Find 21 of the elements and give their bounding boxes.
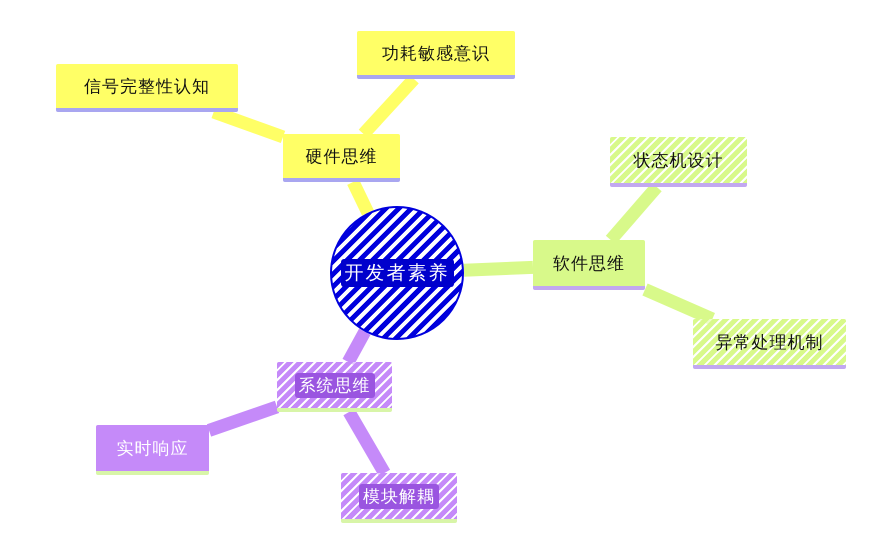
topic-box bbox=[693, 319, 846, 369]
node-label: 硬件思维 bbox=[304, 146, 378, 168]
topic-box bbox=[341, 473, 457, 523]
topic-box bbox=[610, 137, 747, 187]
node-label: 实时响应 bbox=[116, 438, 190, 460]
topic-box bbox=[277, 362, 392, 412]
node-label: 功耗敏感意识 bbox=[381, 42, 491, 66]
node-label: 模块解耦 bbox=[359, 484, 439, 508]
branch-line bbox=[464, 260, 534, 277]
node-label: 开发者素养 bbox=[340, 259, 454, 287]
node-label: 异常处理机制 bbox=[714, 332, 824, 354]
topic-box bbox=[283, 134, 400, 182]
node-label: 软件思维 bbox=[552, 252, 626, 276]
topic-box bbox=[56, 64, 238, 112]
topic-box bbox=[96, 425, 209, 475]
topic-box bbox=[357, 31, 515, 79]
branch-line bbox=[206, 400, 280, 437]
topic-box bbox=[533, 240, 645, 290]
node-label: 系统思维 bbox=[294, 372, 374, 398]
node-label: 状态机设计 bbox=[632, 150, 724, 172]
node-label: 信号完整性认知 bbox=[83, 76, 211, 98]
